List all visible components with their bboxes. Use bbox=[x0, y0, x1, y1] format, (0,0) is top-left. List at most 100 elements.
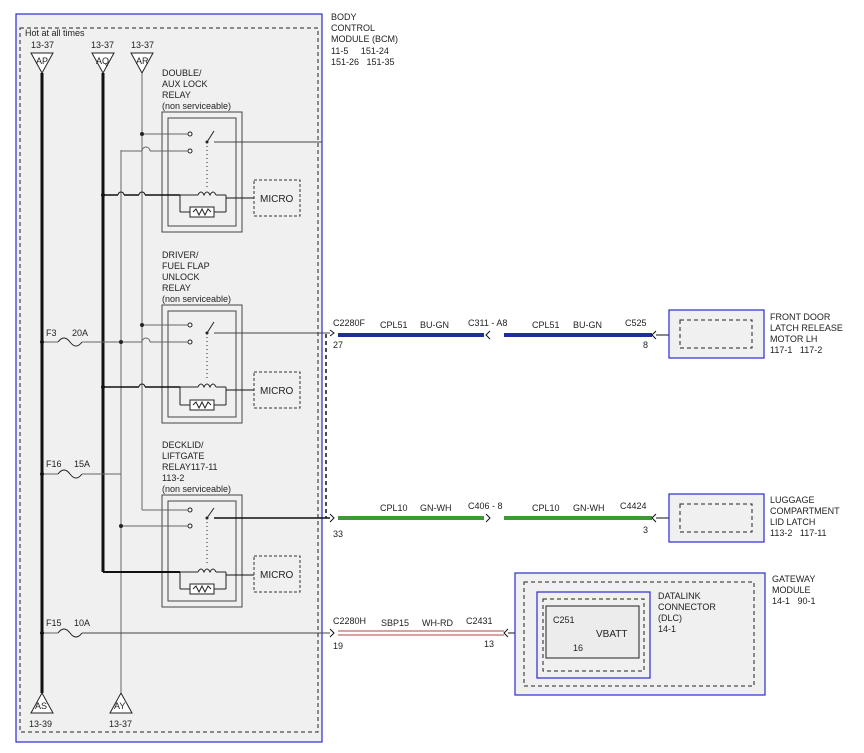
relay3-label-line2: LIFTGATE bbox=[162, 451, 204, 461]
c2-seg1-color: GN-WH bbox=[420, 503, 452, 513]
dlc-label-line4: 14-1 bbox=[658, 624, 676, 634]
c3-seg1-circuit: SBP15 bbox=[381, 618, 409, 628]
relay2-label-line2: FUEL FLAP bbox=[162, 261, 210, 271]
relay2-label-line1: DRIVER/ bbox=[162, 250, 199, 260]
fuse-f16-id: F16 bbox=[46, 459, 62, 469]
fuse-f15: F15 10A bbox=[40, 618, 330, 638]
connector-ap-code: AP bbox=[36, 56, 48, 66]
circuit-sbp15: C2280H 19 SBP15 WH-RD C2431 13 GATEWAY M… bbox=[329, 572, 816, 696]
c1-left-pin: 27 bbox=[333, 340, 343, 350]
connector-ar-ref: 13-37 bbox=[131, 40, 154, 50]
connector-aq-ref: 13-37 bbox=[91, 40, 114, 50]
luggage-label-line1: LUGGAGE bbox=[770, 495, 815, 505]
relay3-label-line1: DECKLID/ bbox=[162, 440, 204, 450]
c2-seg2-color: GN-WH bbox=[573, 503, 605, 513]
front-door-label-line1: FRONT DOOR bbox=[770, 312, 831, 322]
c3-right-pin: 13 bbox=[484, 639, 494, 649]
circuit-cpl51: C2280F 27 CPL51 BU-GN C311 - A8 CPL51 BU… bbox=[329, 309, 843, 359]
fuse-f3: F3 20A bbox=[40, 328, 123, 347]
connector-as-triangle: AS bbox=[30, 691, 54, 714]
bcm-refs-line2: 151-26 151-35 bbox=[331, 57, 395, 67]
luggage-label-line4: 113-2 117-11 bbox=[770, 528, 827, 538]
dlc-label-line2: CONNECTOR bbox=[658, 602, 716, 612]
c2-right-pin: 3 bbox=[643, 525, 648, 535]
connector-ar-code: AR bbox=[136, 56, 149, 66]
bcm-module-box bbox=[15, 13, 323, 743]
connector-ay-code: AY bbox=[114, 701, 125, 711]
fuse-f16-rating: 15A bbox=[74, 459, 90, 469]
relay2-micro-label: MICRO bbox=[260, 386, 294, 397]
front-door-label-line2: LATCH RELEASE bbox=[770, 323, 843, 333]
c2-inline-connector: C406 - 8 bbox=[468, 501, 503, 511]
c1-right-connector: C525 bbox=[625, 318, 647, 328]
fuse-f3-rating: 20A bbox=[72, 328, 88, 338]
front-door-latch-box bbox=[668, 309, 765, 359]
dlc-label-line3: (DLC) bbox=[658, 613, 682, 623]
luggage-label-line2: COMPARTMENT bbox=[770, 506, 840, 516]
connector-aq-triangle: AQ bbox=[91, 52, 115, 75]
dlc-connector: C251 bbox=[553, 615, 575, 625]
dlc-signal-vbatt: VBATT bbox=[596, 629, 627, 640]
connector-ay-ref: 13-37 bbox=[109, 719, 132, 729]
relay1-label-line4: (non serviceable) bbox=[162, 101, 231, 111]
c2-left-pin: 33 bbox=[333, 529, 343, 539]
c1-seg2-circuit: CPL51 bbox=[532, 320, 560, 330]
bcm-title-line3: MODULE (BCM) bbox=[331, 34, 398, 44]
relay-driver-fuel-flap-unlock: DRIVER/ FUEL FLAP UNLOCK RELAY (non serv… bbox=[101, 250, 330, 424]
relay-double-aux-lock: DOUBLE/ AUX LOCK RELAY (non serviceable) bbox=[101, 68, 322, 233]
bcm-refs-line1: 11-5 151-24 bbox=[331, 46, 389, 56]
c3-left-pin: 19 bbox=[333, 641, 343, 651]
relay1-label-line3: RELAY bbox=[162, 90, 191, 100]
luggage-label-line3: LID LATCH bbox=[770, 517, 815, 527]
front-door-label-line3: MOTOR LH bbox=[770, 334, 817, 344]
c2-right-connector: C4424 bbox=[620, 501, 647, 511]
c2-seg2-circuit: CPL10 bbox=[532, 503, 560, 513]
c3-right-connector: C2431 bbox=[466, 616, 493, 626]
c1-right-pin: 8 bbox=[643, 340, 648, 350]
gateway-label-line1: GATEWAY bbox=[772, 574, 815, 584]
relay3-label-line4: 113-2 bbox=[162, 473, 184, 483]
connector-as-code: AS bbox=[35, 701, 47, 711]
connector-ap-triangle: AP bbox=[30, 52, 54, 75]
gateway-label-line3: 14-1 90-1 bbox=[772, 596, 816, 606]
relay3-label-line5: (non serviceable) bbox=[162, 484, 231, 494]
c2-seg1-circuit: CPL10 bbox=[380, 503, 408, 513]
c1-left-connector: C2280F bbox=[333, 318, 366, 328]
relay1-label-line2: AUX LOCK bbox=[162, 79, 208, 89]
c1-seg2-color: BU-GN bbox=[573, 320, 602, 330]
connector-ar-triangle: AR bbox=[130, 52, 154, 75]
fuse-f16: F16 15A bbox=[40, 459, 121, 479]
relay3-micro-label: MICRO bbox=[260, 570, 294, 581]
c1-seg1-color: BU-GN bbox=[420, 320, 449, 330]
relay1-label-line1: DOUBLE/ bbox=[162, 68, 202, 78]
relay2-label-line5: (non serviceable) bbox=[162, 294, 231, 304]
hot-at-all-times-label: Hot at all times bbox=[25, 28, 85, 38]
bcm-title: BODY CONTROL MODULE (BCM) 11-5 151-24 15… bbox=[331, 12, 398, 67]
fuse-f3-id: F3 bbox=[46, 328, 57, 338]
connector-aq-code: AQ bbox=[96, 56, 109, 66]
fuse-f15-id: F15 bbox=[46, 618, 62, 628]
c1-inline-connector: C311 - A8 bbox=[468, 318, 507, 328]
fuse-f15-rating: 10A bbox=[74, 618, 90, 628]
connector-ay-triangle: AY bbox=[109, 691, 133, 714]
relay-decklid-liftgate: DECKLID/ LIFTGATE RELAY117-11 113-2 (non… bbox=[103, 440, 330, 608]
relay2-label-line3: UNLOCK bbox=[162, 272, 200, 282]
bcm-module-inner-dashed bbox=[19, 27, 319, 733]
bcm-title-line1: BODY bbox=[331, 12, 357, 22]
relay1-micro-label: MICRO bbox=[260, 194, 294, 205]
circuit-cpl10: 33 CPL10 GN-WH C406 - 8 CPL10 GN-WH C442… bbox=[329, 493, 840, 543]
connector-ap-ref: 13-37 bbox=[31, 40, 54, 50]
dlc-pin: 16 bbox=[573, 643, 583, 653]
c1-seg1-circuit: CPL51 bbox=[380, 320, 408, 330]
luggage-lid-latch-box bbox=[668, 493, 765, 543]
relay2-label-line4: RELAY bbox=[162, 283, 191, 293]
c3-seg1-color: WH-RD bbox=[422, 618, 453, 628]
connector-as-ref: 13-39 bbox=[29, 719, 52, 729]
bcm-title-line2: CONTROL bbox=[331, 23, 375, 33]
dlc-label-line1: DATALINK bbox=[658, 591, 701, 601]
front-door-label-line4: 117-1 117-2 bbox=[770, 345, 822, 355]
relay3-label-line3: RELAY117-11 bbox=[162, 462, 218, 472]
gateway-label-line2: MODULE bbox=[772, 585, 811, 595]
c3-left-connector: C2280H bbox=[333, 616, 366, 626]
